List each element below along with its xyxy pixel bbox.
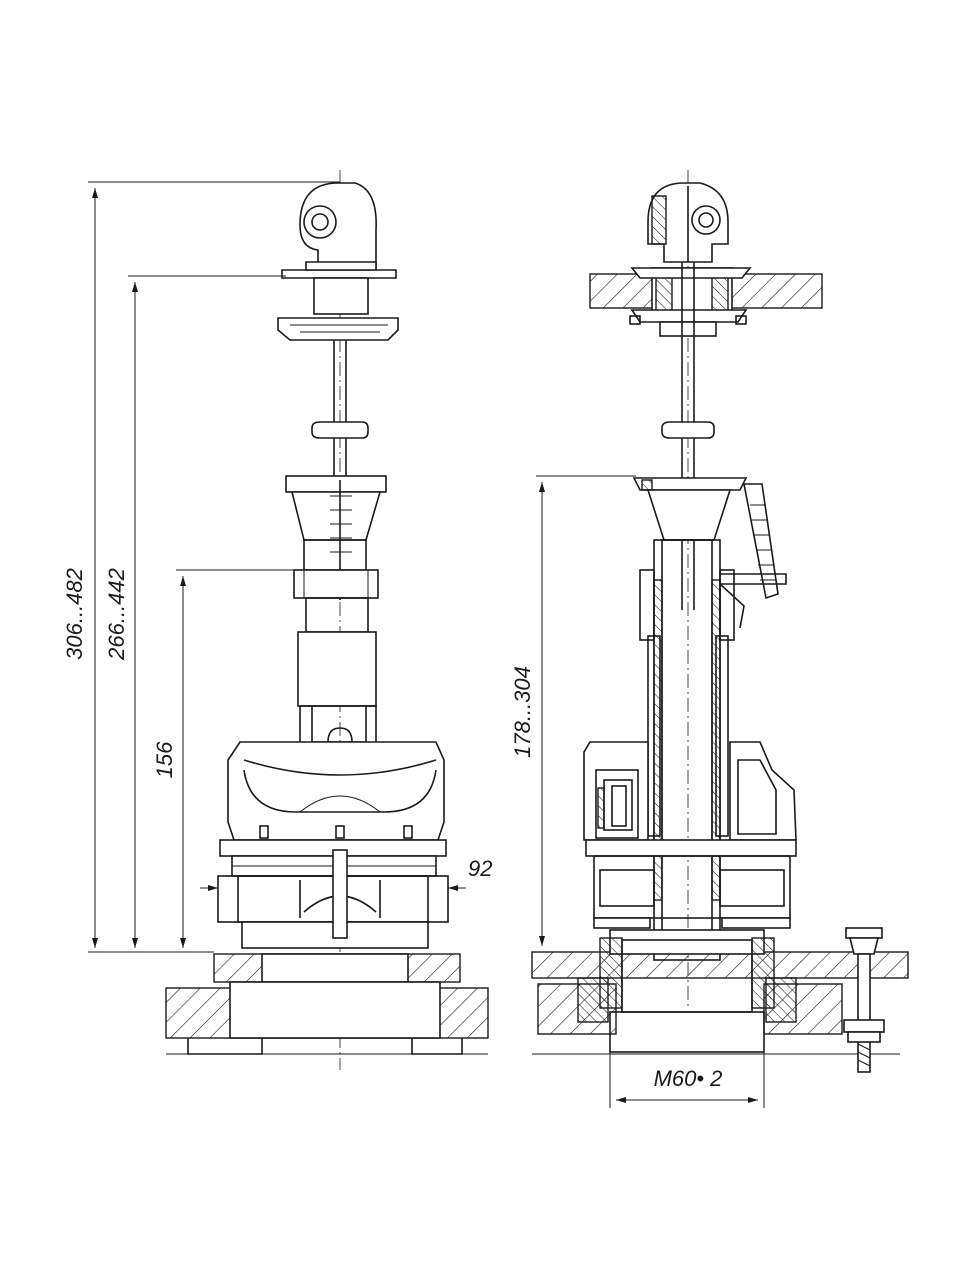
right-dimensions (536, 475, 765, 1108)
left-elbow-head (299, 182, 377, 269)
dim-266-442: 266...442 (104, 568, 129, 661)
right-bolt (843, 927, 885, 1073)
dim-156: 156 (152, 741, 177, 778)
left-float-housing (227, 741, 445, 841)
right-section-view (531, 170, 909, 1073)
left-elevation-view (165, 170, 489, 1070)
dim-thread-m60: M60• 2 (654, 1066, 723, 1091)
left-dimensions (88, 181, 340, 953)
left-base (165, 953, 489, 1055)
dim-92: 92 (468, 856, 492, 881)
dim-178-304: 178...304 (510, 666, 535, 758)
left-lower-body (217, 839, 449, 949)
right-float-housing (583, 741, 797, 929)
right-base-section (531, 929, 909, 1055)
dim-306-482: 306...482 (62, 568, 87, 660)
